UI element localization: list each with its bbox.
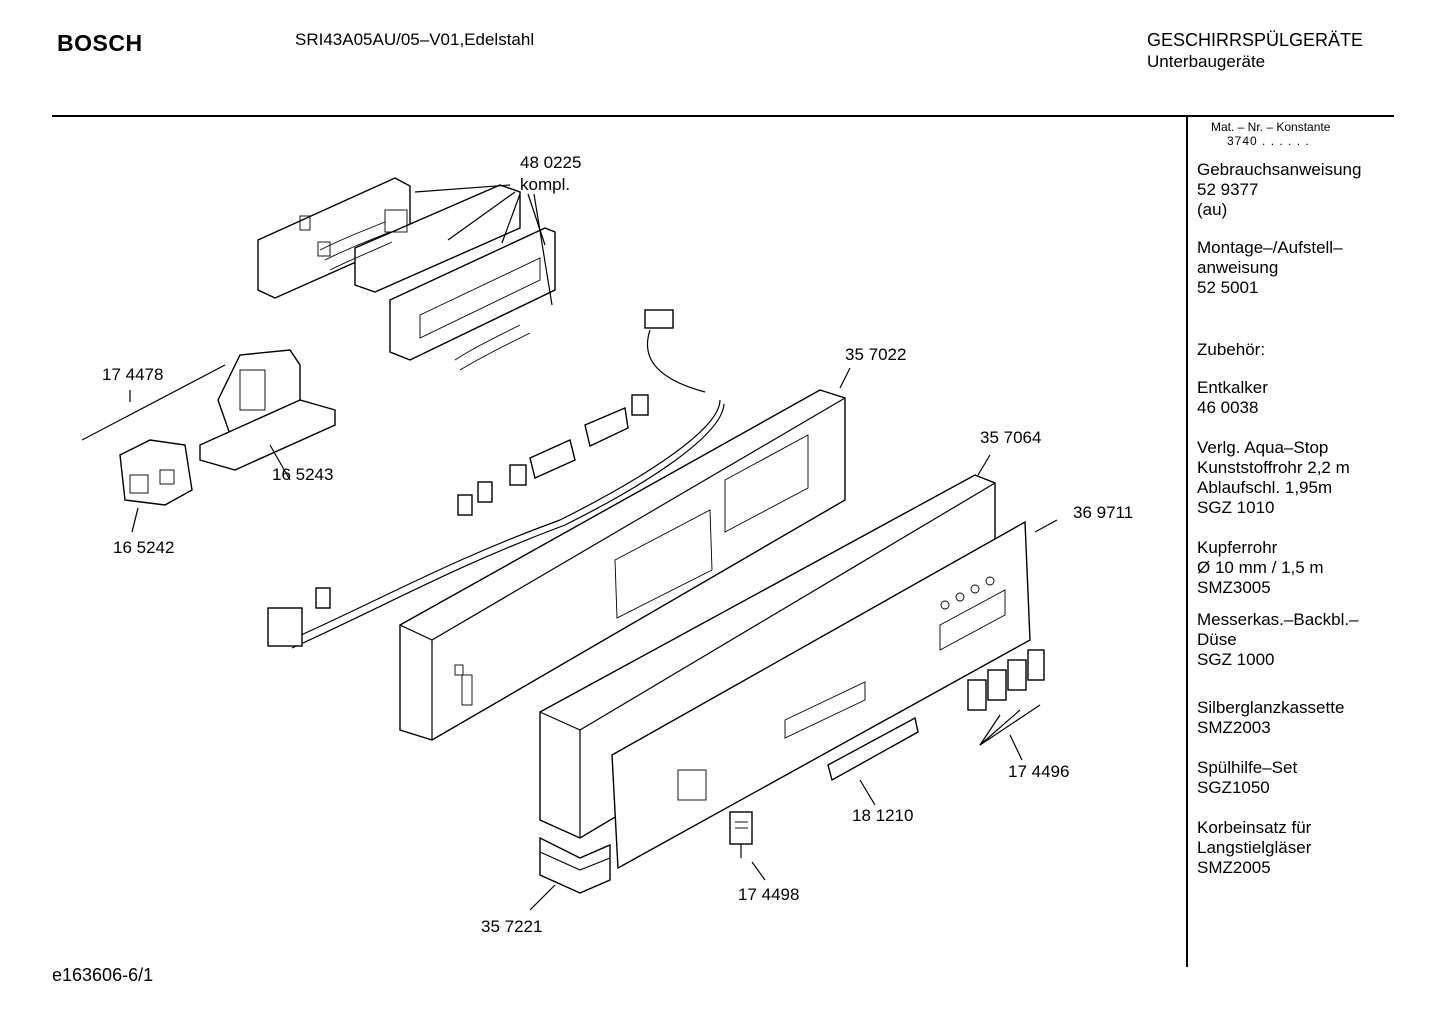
sidebar-line: Silberglanzkassette [1197, 698, 1345, 717]
sidebar-line: Montage–/Aufstell– [1197, 238, 1343, 257]
sidebar-line: Kupferrohr [1197, 538, 1278, 557]
control-module-assembly [257, 177, 556, 371]
label-165243: 16 5243 [272, 465, 334, 484]
label-357064: 35 7064 [980, 428, 1042, 447]
sidebar-line: SMZ2003 [1197, 718, 1271, 737]
sidebar-line: Verlg. Aqua–Stop [1197, 438, 1329, 457]
relay-bracket-165243 [199, 349, 336, 481]
header-rule [52, 115, 1394, 117]
sidebar-line: SMZ2005 [1197, 858, 1271, 877]
sidebar-line: Düse [1197, 630, 1237, 649]
sidebar-line: Gebrauchsanweisung [1197, 160, 1362, 179]
rod-174478 [81, 364, 226, 441]
label-174498: 17 4498 [738, 885, 800, 904]
switches-174496 [967, 649, 1045, 761]
mat-number-value: 3740 . . . . . . [1227, 134, 1310, 148]
sidebar-line: Kunststoffrohr 2,2 m [1197, 458, 1350, 477]
label-174496: 17 4496 [1008, 762, 1070, 781]
faceplate-369711 [611, 519, 1058, 870]
sidebar-line: Spülhilfe–Set [1197, 758, 1298, 777]
accessories-sidebar: Mat. – Nr. – Konstante 3740 . . . . . . … [1197, 120, 1392, 878]
handle-181210 [827, 716, 919, 806]
category-title: GESCHIRRSPÜLGERÄTE [1147, 30, 1364, 50]
label-181210: 18 1210 [852, 806, 914, 825]
label-369711: 36 9711 [1073, 503, 1134, 522]
wiring-harness [267, 309, 725, 649]
sidebar-line: (au) [1197, 200, 1228, 219]
exploded-parts-diagram [81, 177, 1058, 911]
sidebar-line: 52 5001 [1197, 278, 1259, 297]
clip-174498 [729, 811, 766, 881]
sidebar-line: Langstielgläser [1197, 838, 1312, 857]
sidebar-line: SMZ3005 [1197, 578, 1271, 597]
label-357022: 35 7022 [845, 345, 907, 364]
sidebar-line: 46 0038 [1197, 398, 1259, 417]
sidebar-line: SGZ 1000 [1197, 650, 1275, 669]
sidebar-block: Zubehör: [1197, 340, 1392, 360]
category-subtitle: Unterbaugeräte [1147, 52, 1266, 71]
switch-165242 [119, 439, 193, 533]
base-357221 [529, 836, 611, 911]
sidebar-divider [1186, 116, 1188, 967]
mat-number-label: Mat. – Nr. – Konstante [1211, 120, 1331, 134]
label-357221: 35 7221 [481, 917, 543, 936]
sidebar-line: SGZ1050 [1197, 778, 1270, 797]
label-174478: 17 4478 [102, 365, 164, 384]
sidebar-line: Korbeinsatz für [1197, 818, 1312, 837]
sidebar-line: 52 9377 [1197, 180, 1259, 199]
sidebar-line: Entkalker [1197, 378, 1268, 397]
leader-lines-480225 [414, 184, 553, 306]
model-number: SRI43A05AU/05–V01,Edelstahl [295, 30, 535, 49]
label-480225: 48 0225 [520, 153, 582, 172]
sidebar-line: SGZ 1010 [1197, 498, 1275, 517]
label-480225-note: kompl. [520, 175, 571, 194]
control-panel-frame-357022 [399, 367, 851, 741]
brand-logo: BOSCH [57, 30, 143, 56]
sidebar-line: anweisung [1197, 258, 1279, 277]
drawing-code: e163606-6/1 [52, 965, 154, 985]
sidebar-line: Messerkas.–Backbl.– [1197, 610, 1359, 629]
sidebar-line: Zubehör: [1197, 340, 1266, 359]
label-165242: 16 5242 [113, 538, 175, 557]
sidebar-line: Ø 10 mm / 1,5 m [1197, 558, 1324, 577]
sidebar-line: Ablaufschl. 1,95m [1197, 478, 1333, 497]
